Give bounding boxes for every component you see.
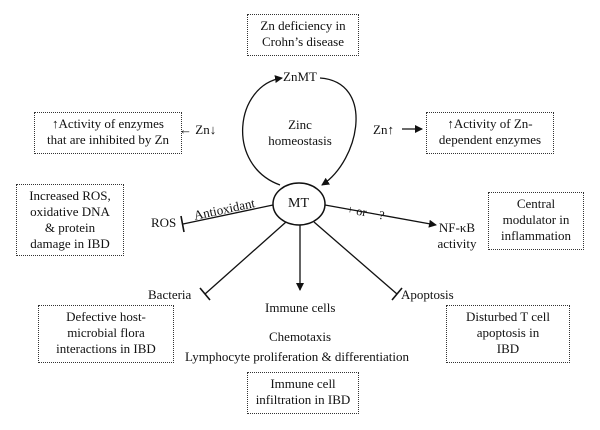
ros-damage-line-3: & protein (44, 220, 96, 235)
zinc-homeostasis-line-1: Zinc (288, 117, 312, 132)
mt-node (272, 182, 326, 226)
lymphocyte-label: Lymphocyte proliferation & differentiati… (185, 349, 409, 364)
ros-label: ROS (151, 215, 177, 230)
apoptosis-inhibit-line (313, 221, 398, 295)
zn-high-label: Zn↑ (373, 122, 394, 137)
tcell-line-2: apoptosis in (476, 325, 540, 340)
infiltration-line-2: infiltration in IBD (255, 392, 351, 407)
ros-damage-line-2: oxidative DNA (30, 204, 110, 219)
antioxidant-inhibit-bar (180, 215, 185, 233)
loop-left-arrow (242, 75, 283, 186)
nfkb-arrow (324, 204, 437, 228)
ros-damage-line-1: Increased ROS, (29, 188, 111, 203)
inhibited-enzymes-line-2: that are inhibited by Zn (46, 132, 170, 147)
dependent-enzymes-line-1: ↑Activity of Zn- (447, 116, 533, 131)
zn-deficiency-box: Zn deficiency in Crohn’s disease (247, 14, 359, 56)
zinc-homeostasis-line-2: homeostasis (268, 133, 332, 148)
central-modulator-line-1: Central (516, 196, 556, 211)
dependent-enzymes-box: ↑Activity of Zn- dependent enzymes (426, 112, 554, 154)
inhibited-enzymes-box: ↑Activity of enzymes that are inhibited … (34, 112, 182, 154)
central-modulator-line-3: inflammation (500, 228, 572, 243)
flora-box: Defective host- microbial flora interact… (38, 305, 174, 363)
dependent-enzymes-line-2: dependent enzymes (438, 132, 542, 147)
infiltration-line-1: Immune cell (270, 376, 336, 391)
mt-label: MT (288, 196, 309, 211)
antioxidant-inhibit-line (182, 204, 274, 225)
nfkb-line-1: NF-κB (438, 220, 476, 235)
znmt-label: ZnMT (283, 69, 317, 84)
chemotaxis-label: Chemotaxis (269, 329, 332, 344)
central-modulator-box: Central modulator in inflammation (488, 192, 584, 250)
tcell-line-1: Disturbed T cell (465, 309, 550, 324)
nfkb-line-2: activity (437, 236, 477, 251)
inhibited-enzymes-line-1: ↑Activity of enzymes (52, 116, 164, 131)
ros-damage-line-4: damage in IBD (30, 236, 110, 251)
zn-deficiency-line-1: Zn deficiency in (260, 18, 346, 33)
zinc-homeostasis-label: Zinc homeostasis (262, 117, 338, 149)
tcell-box: Disturbed T cell apoptosis in IBD (446, 305, 570, 363)
zn-low-label: ← Zn↓ (179, 122, 217, 137)
bacteria-inhibit-line (204, 221, 287, 295)
flora-line-3: interactions in IBD (56, 341, 156, 356)
zn-deficiency-line-2: Crohn’s disease (262, 34, 344, 49)
flora-line-2: microbial flora (67, 325, 145, 340)
loop-right-arrow (319, 77, 357, 186)
tcell-line-3: IBD (496, 341, 520, 356)
immune-cells-label: Immune cells (265, 300, 336, 315)
bacteria-label: Bacteria (148, 287, 192, 302)
ros-damage-box: Increased ROS, oxidative DNA & protein d… (16, 184, 124, 256)
apoptosis-label: Apoptosis (401, 287, 454, 302)
nfkb-label: NF-κB activity (430, 220, 484, 252)
apoptosis-inhibit-bar (391, 287, 403, 301)
flora-line-1: Defective host- (66, 309, 146, 324)
bacteria-inhibit-bar (199, 287, 211, 301)
central-modulator-line-2: modulator in (502, 212, 570, 227)
infiltration-box: Immune cell infiltration in IBD (247, 372, 359, 414)
